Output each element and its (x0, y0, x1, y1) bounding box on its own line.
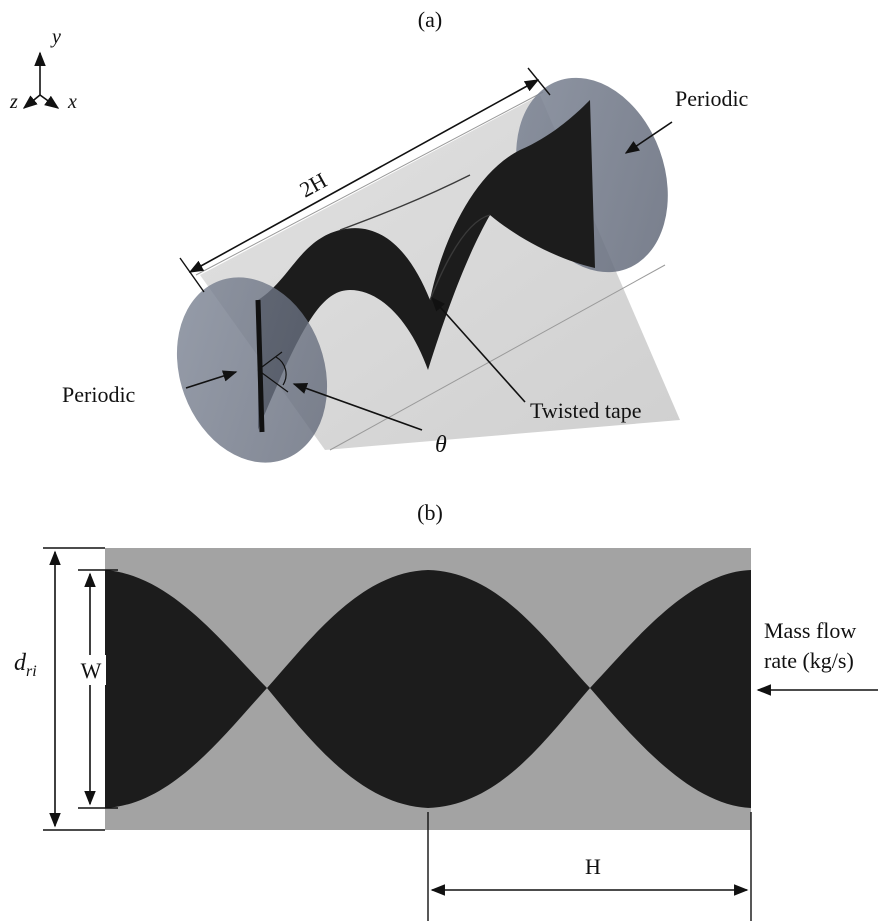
axis-z-label: z (9, 91, 18, 113)
periodic-right-label: Periodic (675, 86, 749, 111)
mass-flow-line2: rate (kg/s) (764, 648, 854, 673)
dri-label: dri (14, 650, 37, 680)
panel-b-label: (b) (417, 500, 443, 525)
w-label: W (81, 658, 102, 683)
length-arrow (188, 79, 540, 273)
h-label: H (585, 854, 601, 879)
periodic-left-label: Periodic (62, 382, 136, 407)
theta-label: θ (435, 432, 447, 458)
axis-x-label: x (67, 91, 77, 113)
mass-flow-line1: Mass flow (764, 618, 856, 643)
theta-arrow (292, 382, 423, 431)
axis-y-label: y (50, 26, 61, 48)
axes-icon: y z x (9, 26, 77, 113)
panel-a: (a) y z x 2H Periodic (9, 7, 749, 463)
panel-a-label: (a) (418, 7, 442, 32)
periodic-left-arrow (185, 370, 238, 389)
tape-side-view (105, 570, 751, 808)
end-cap-left (176, 277, 328, 463)
periodic-right-arrow (624, 121, 673, 154)
twisted-tape-arrow (431, 296, 526, 403)
twisted-tape-label: Twisted tape (530, 398, 641, 423)
panel-b: (b) dri W H Mass flow rate (kg/s) (14, 500, 878, 921)
